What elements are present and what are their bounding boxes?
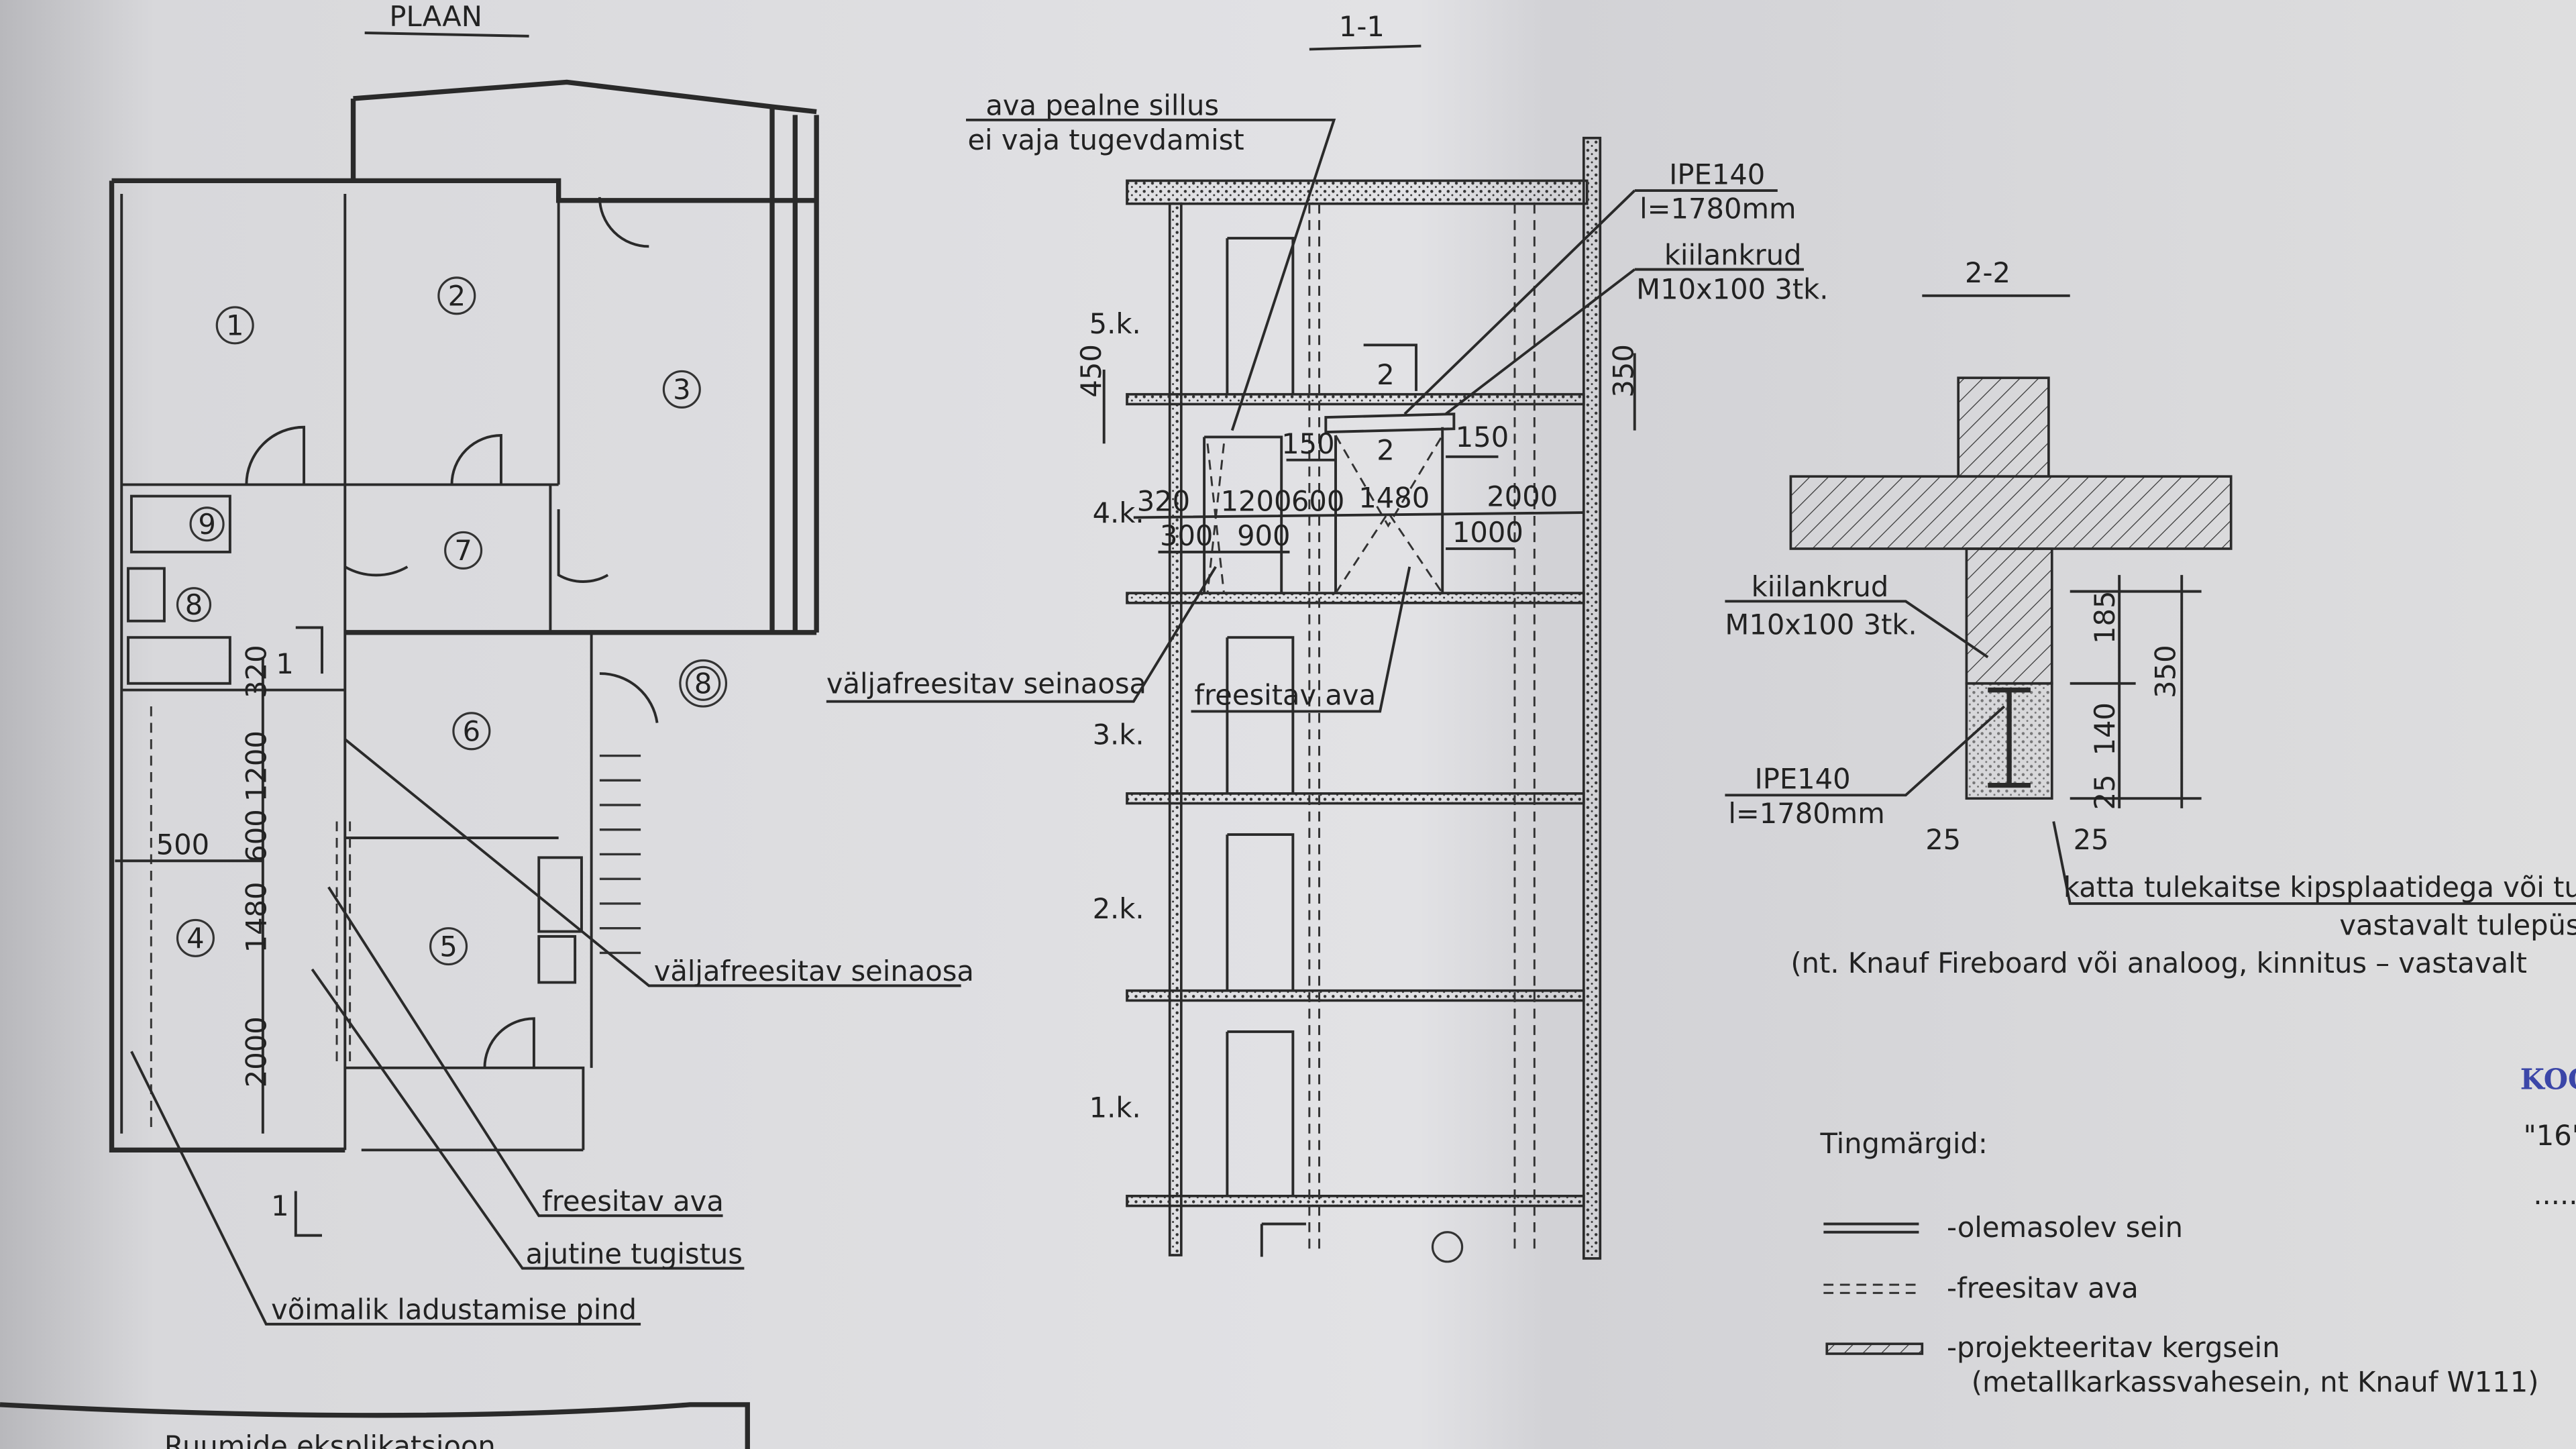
room-8-marker: 8 [694, 667, 712, 700]
room-numbers: 1 2 3 7 9 8 8 6 4 5 [176, 276, 728, 966]
fire-protection-note: katta tulekaitse kipsplaatidega või tu [2063, 871, 2576, 904]
detail-dimensions: 185 350 140 25 25 25 [1925, 591, 2182, 857]
floor-1: 1.k. [1089, 1091, 1141, 1124]
section-mark-top: 1 [276, 647, 293, 680]
dim: 600 [1291, 485, 1344, 518]
beam-type: IPE140 [1669, 158, 1765, 191]
fire-protection-note-2: vastavalt tulepüs [2339, 908, 2576, 941]
callout-wall-portion: väljafreesitav seinaosa [654, 955, 974, 987]
stamp-word: KOO [2520, 1063, 2576, 1096]
room-3: 3 [673, 373, 690, 406]
stamp-dots: ...... [2533, 1178, 2576, 1211]
legend-milled-opening: -freesitav ava [1947, 1272, 2139, 1305]
dim: 600 [240, 809, 273, 862]
room-4: 4 [186, 922, 204, 955]
callout-opening: freesitav ava [542, 1185, 724, 1218]
callout-opening: freesitav ava [1194, 679, 1376, 712]
dim: 1000 [1452, 516, 1523, 549]
floor-labels: 5.k. 4.k. 3.k. 2.k. 1.k. [1089, 307, 1144, 1124]
approval-stamp: KOO "16" ...... [2520, 1063, 2576, 1211]
section-2-2: 2-2 185 350 140 25 25 25 kiilankrud M10x… [1725, 256, 2576, 979]
section-title: 1-1 [1339, 10, 1385, 43]
dim: 25 [1925, 823, 1961, 856]
section-ref-2-label: 2 [1377, 434, 1394, 467]
legend-light-wall-detail: (metallkarkassvahesein, nt Knauf W111) [1972, 1365, 2539, 1398]
dim: 1200 [240, 731, 273, 802]
dim: 25 [2074, 823, 2109, 856]
legend-light-wall: -projekteeritav kergsein [1947, 1331, 2280, 1364]
lintel-note-line1: ava pealne sillus [985, 89, 1219, 121]
dim: 1200 [1221, 485, 1292, 518]
lintel-note-line2: ei vaja tugevdamist [967, 123, 1244, 156]
floor-4: 4.k. [1093, 496, 1144, 529]
section-ref-2: 2 [1377, 358, 1394, 391]
section-1-1: 1-1 5.k. 4.k. 3.k. 2.k. 1.k. 450 350 150… [826, 10, 1829, 1263]
legend-existing-wall: -olemasolev sein [1947, 1211, 2183, 1244]
dim: 500 [156, 828, 209, 861]
room-9: 9 [198, 508, 215, 541]
floor-5: 5.k. [1089, 307, 1141, 340]
dim: 350 [1607, 344, 1640, 397]
dim: 320 [1137, 485, 1190, 518]
dim: 350 [2149, 645, 2182, 698]
section-title: 2-2 [1965, 256, 2010, 289]
dim: 900 [1237, 519, 1290, 552]
dim: 185 [2088, 591, 2121, 644]
floor-2: 2.k. [1093, 892, 1144, 925]
dim: 150 [1281, 427, 1334, 460]
beam-length: l=1780mm [1640, 193, 1796, 225]
legend: Tingmärgid: -olemasolev sein -freesitav … [1819, 1127, 2538, 1398]
callout-temp-support: ajutine tugistus [526, 1237, 743, 1270]
dim: 320 [240, 645, 273, 698]
dim: 2000 [1487, 480, 1558, 513]
room-explication-title: Ruumide eksplikatsioon [164, 1430, 496, 1449]
dim: 140 [2088, 702, 2121, 755]
fire-protection-note-3: (nt. Knauf Fireboard või analoog, kinnit… [1790, 947, 2527, 979]
dim: 2000 [240, 1016, 273, 1087]
dim: 300 [1160, 519, 1213, 552]
anchor-type: kiilankrud [1664, 238, 1802, 271]
callout-wall-portion: väljafreesitav seinaosa [826, 667, 1146, 700]
floor-plan: PLAAN 1 2 3 7 9 8 8 6 4 5 320 1200 600 1… [0, 0, 974, 1449]
room-8: 8 [185, 588, 203, 621]
dim: 1480 [240, 881, 273, 953]
plan-title: PLAAN [389, 0, 482, 33]
room-2: 2 [448, 280, 466, 313]
room-6: 6 [463, 714, 480, 747]
floor-3: 3.k. [1093, 718, 1144, 751]
dim: 450 [1075, 344, 1108, 397]
legend-title: Tingmärgid: [1819, 1127, 1987, 1160]
beam-type: IPE140 [1755, 763, 1851, 796]
stamp-date: "16" [2524, 1119, 2576, 1152]
anchor-type: kiilankrud [1752, 570, 1889, 603]
beam-length: l=1780mm [1728, 797, 1884, 830]
section-mark-bottom: 1 [271, 1189, 288, 1222]
room-7: 7 [454, 534, 472, 567]
section-dimensions: 450 350 150 150 320 1200 600 1480 2000 3… [1075, 344, 1640, 552]
plan-dimensions: 320 1200 600 1480 2000 500 [156, 645, 273, 1087]
room-1: 1 [226, 309, 244, 342]
anchor-spec: M10x100 3tk. [1636, 273, 1828, 306]
dim: 1480 [1358, 482, 1430, 515]
callout-storage-area: võimalik ladustamise pind [271, 1293, 637, 1326]
dim: 25 [2088, 774, 2121, 810]
dim: 150 [1456, 421, 1509, 453]
room-5: 5 [439, 930, 457, 963]
plan-callouts: väljafreesitav seinaosa freesitav ava aj… [130, 738, 974, 1326]
anchor-spec: M10x100 3tk. [1725, 608, 1917, 641]
